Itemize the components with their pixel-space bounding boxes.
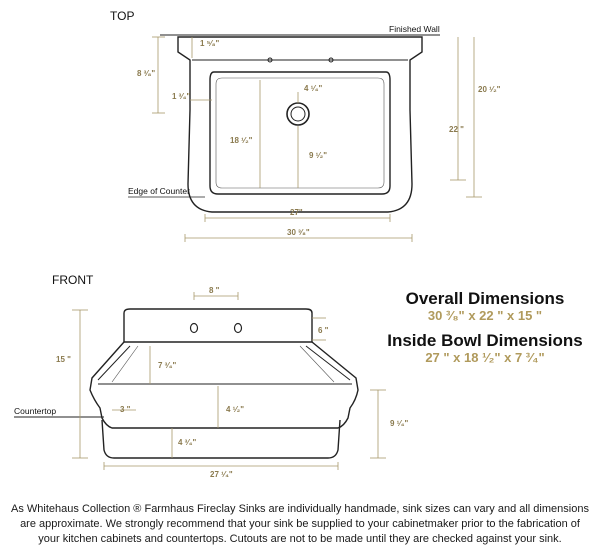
dim-apron: 4 ³⁄₄" bbox=[178, 438, 196, 447]
top-bowl-outline bbox=[209, 71, 391, 195]
front-apron bbox=[101, 419, 341, 459]
top-sink-outline bbox=[177, 36, 423, 213]
dimension-summary: Overall Dimensions 30 ³⁄₈" x 22 " x 15 "… bbox=[387, 289, 583, 365]
dim-side-wall: 1 ³⁄₄" bbox=[172, 92, 190, 101]
drain-inner bbox=[290, 106, 306, 122]
dim-back-depth: 8 ³⁄₈" bbox=[137, 69, 155, 78]
dim-overall-width: 30 ³⁄₈" bbox=[287, 228, 310, 237]
dim-bowl-depth: 7 ³⁄₄" bbox=[158, 361, 176, 370]
dim-drain-to-front: 9 ¹⁄₂" bbox=[309, 151, 327, 160]
top-view-title: TOP bbox=[110, 9, 134, 23]
front-faucet-hole-right bbox=[233, 322, 243, 334]
faucet-hole-right bbox=[328, 57, 334, 63]
top-view: TOP Finished Wall Edge of Counter bbox=[110, 9, 501, 242]
finished-wall-label: Finished Wall bbox=[389, 24, 440, 34]
dim-backsplash: 6 " bbox=[318, 326, 329, 335]
front-backsplash bbox=[123, 308, 313, 343]
faucet-hole-left bbox=[267, 57, 273, 63]
overall-dimensions-title: Overall Dimensions bbox=[406, 289, 565, 308]
inside-bowl-title: Inside Bowl Dimensions bbox=[387, 331, 583, 350]
top-bowl-inner bbox=[215, 77, 385, 189]
front-basin-outline bbox=[89, 341, 359, 429]
front-faucet-hole-left bbox=[189, 322, 199, 334]
front-view-title: FRONT bbox=[52, 273, 94, 287]
dim-front-lip: 3 " bbox=[120, 405, 131, 414]
dim-overall-depth: 22 " bbox=[449, 125, 464, 134]
front-view: FRONT Countertop bbox=[14, 273, 408, 479]
edge-of-counter-label: Edge of Counter bbox=[128, 186, 190, 196]
dim-overall-height: 15 " bbox=[56, 355, 71, 364]
front-dim-lines bbox=[72, 292, 386, 470]
front-inner-rim bbox=[97, 345, 352, 385]
handmade-disclaimer: As Whitehaus Collection ® Farmhaus Firec… bbox=[11, 503, 589, 545]
front-inner-bowl bbox=[111, 345, 335, 383]
dim-bowl-width: 27" bbox=[290, 208, 303, 217]
drain-outer bbox=[286, 102, 310, 126]
dim-lip-height: 4 ¹⁄₂" bbox=[226, 405, 244, 414]
dim-drain-offset: 4 ¹⁄₄" bbox=[304, 84, 322, 93]
dim-bowl-length: 18 ¹⁄₂" bbox=[230, 136, 253, 145]
dim-base-width: 27 ¹⁄₄" bbox=[210, 470, 233, 479]
dim-rim-width: 1 ⁵⁄₈" bbox=[200, 39, 220, 48]
dim-faucet-spacing: 8 " bbox=[209, 286, 220, 295]
dim-below-counter: 9 ¹⁄₄" bbox=[390, 419, 408, 428]
dim-depth-to-wall: 20 ¹⁄₂" bbox=[478, 85, 501, 94]
overall-dimensions-values: 30 ³⁄₈" x 22 " x 15 " bbox=[428, 308, 542, 323]
countertop-label: Countertop bbox=[14, 406, 56, 416]
top-dim-lines bbox=[152, 36, 482, 242]
inside-bowl-values: 27 " x 18 ¹⁄₂" x 7 ³⁄₄" bbox=[425, 350, 544, 365]
